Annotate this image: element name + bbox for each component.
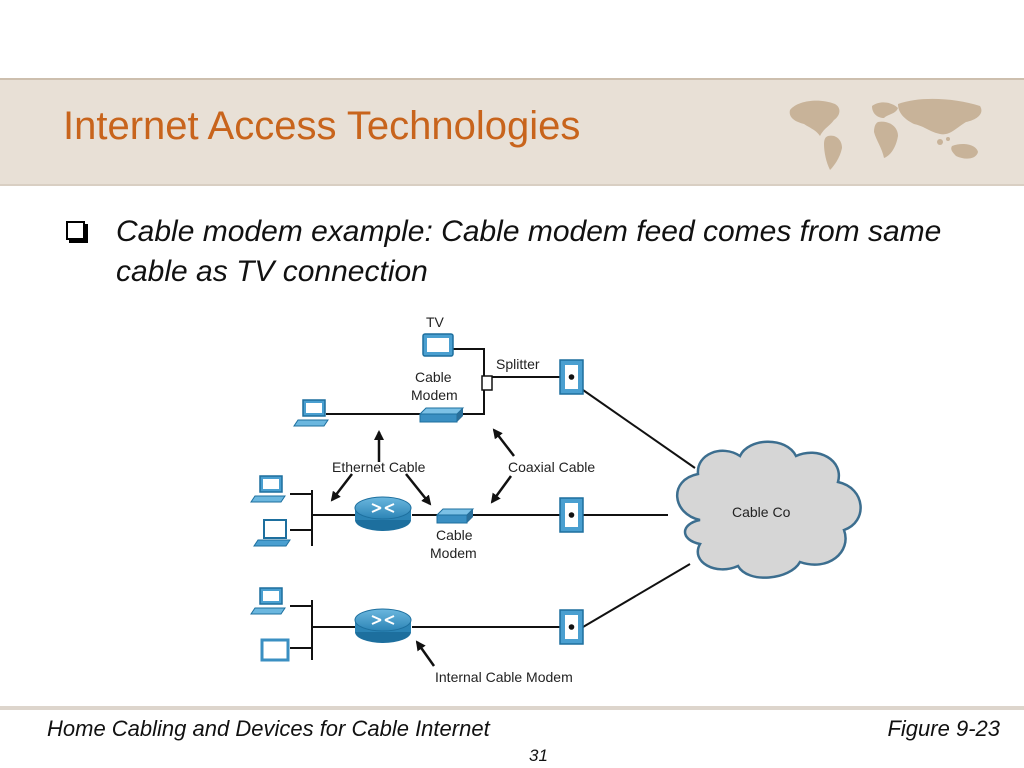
cable-modem-top-label-2: Modem <box>411 387 458 403</box>
footer-divider <box>0 706 1024 710</box>
splitter-icon <box>481 375 493 391</box>
slide-title: Internet Access Technologies <box>63 104 581 148</box>
page-number: 31 <box>529 746 548 765</box>
annotation-arrows <box>330 428 515 667</box>
internal-cable-modem-label: Internal Cable Modem <box>435 669 573 685</box>
cable-modem-middle-label-2: Modem <box>430 545 477 561</box>
desktop-computer-icon-top <box>293 399 329 427</box>
cable-modem-middle-label-1: Cable <box>436 527 473 543</box>
cable-network-diagram: TV Splitter Cable Modem Ethernet Cable C… <box>250 314 862 685</box>
tv-icon <box>422 333 454 357</box>
splitter-label: Splitter <box>496 356 540 372</box>
desktop-computer-icon-row3 <box>250 587 286 615</box>
bullet-text: Cable modem example: Cable modem feed co… <box>116 215 942 288</box>
desktop-computer-icon-row2 <box>250 475 286 503</box>
wall-jack-icon-middle <box>559 497 584 533</box>
router-icon-row3 <box>354 608 412 643</box>
coaxial-cable-label: Coaxial Cable <box>508 459 595 475</box>
tv-label: TV <box>426 314 445 330</box>
router-icon-row2 <box>354 496 412 531</box>
figure-number: Figure 9-23 <box>887 716 1000 741</box>
wall-jack-icon-top <box>559 359 584 395</box>
cable-modem-top-label-1: Cable <box>415 369 452 385</box>
title-band <box>0 78 1024 186</box>
cabling-lines <box>290 348 696 660</box>
cable-modem-middle-icon <box>435 508 475 524</box>
cable-co-cloud <box>676 440 862 579</box>
bullet-checkbox-icon <box>66 221 85 240</box>
ethernet-cable-label: Ethernet Cable <box>332 459 426 475</box>
monitor-icon-row3 <box>260 638 290 662</box>
cable-co-label: Cable Co <box>732 504 791 520</box>
wall-jack-icon-bottom <box>559 609 584 645</box>
footer-caption: Home Cabling and Devices for Cable Inter… <box>47 716 490 741</box>
cable-modem-top-icon <box>418 407 465 423</box>
laptop-icon-row2 <box>253 519 291 547</box>
world-map-icon <box>789 98 982 170</box>
